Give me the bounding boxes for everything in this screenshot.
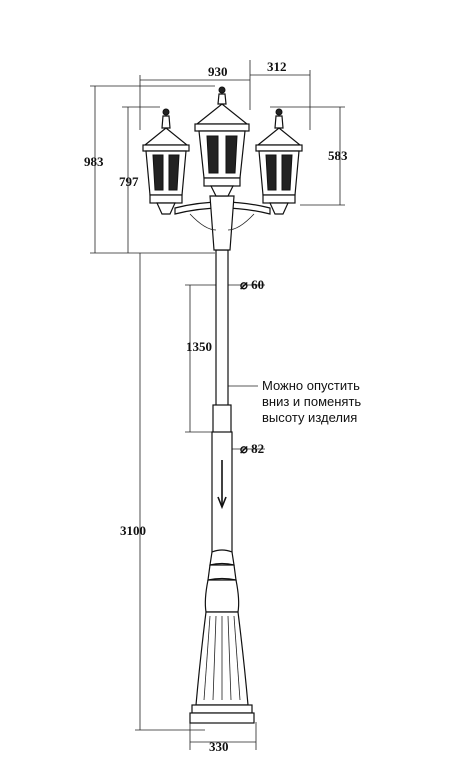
right-lantern [255, 108, 303, 215]
lamp-post [189, 249, 255, 724]
note-line-2: вниз и поменять [262, 394, 361, 409]
left-lantern [142, 108, 190, 215]
dim-pole-height: 3100 [120, 523, 146, 538]
dim-lantern-offset: 312 [267, 59, 287, 74]
note-line-1: Можно опустить [262, 378, 360, 393]
lamp-crossarm [174, 195, 271, 251]
note-line-3: высоту изделия [262, 410, 357, 425]
dim-side-lantern-height: 583 [328, 148, 348, 163]
dim-total-width: 930 [208, 64, 228, 79]
dim-lantern-height: 797 [119, 174, 139, 189]
dim-adjust-range: 1350 [186, 339, 212, 354]
height-adjust-note: Можно опустить вниз и поменять высоту из… [262, 378, 361, 425]
dimension-lines [90, 60, 345, 750]
dim-pole-diameter-bottom: ⌀ 82 [240, 441, 264, 456]
dim-pole-diameter-top: ⌀ 60 [240, 277, 264, 292]
dim-base-width: 330 [209, 739, 229, 754]
center-lantern [194, 86, 250, 197]
dim-head-height: 983 [84, 154, 104, 169]
